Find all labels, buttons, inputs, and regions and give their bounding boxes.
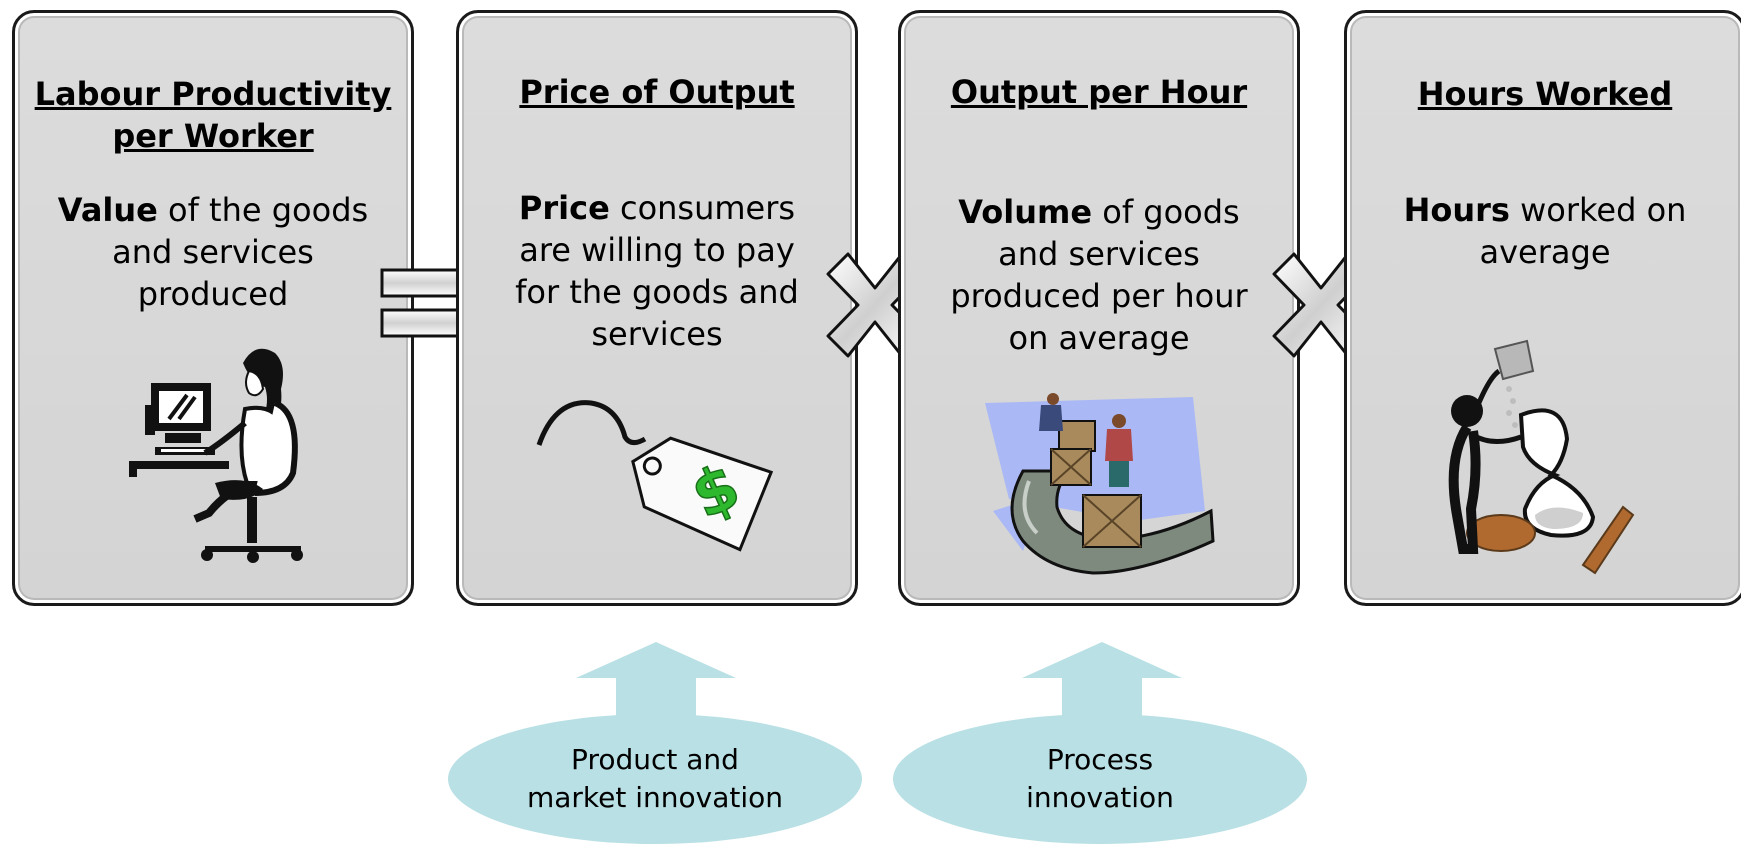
up-arrow-icon (1022, 642, 1182, 716)
card-description: Volume of goods and services produced pe… (901, 191, 1297, 359)
card-description: Value of the goods and services produced (15, 189, 411, 315)
body-bold: Volume (958, 193, 1093, 231)
driver-line-1: Product and (571, 743, 739, 776)
body-text: and services (112, 233, 314, 271)
card-hours-worked: Hours Worked Hours worked on average (1344, 10, 1741, 606)
conveyor-boxes-icon (985, 393, 1215, 575)
body-text: average (1479, 233, 1611, 271)
card-description: Price consumers are willing to pay for t… (459, 187, 855, 355)
body-text: of the goods (157, 191, 369, 229)
body-text: services (591, 315, 723, 353)
body-text: produced (137, 275, 289, 313)
driver-line-2: innovation (1026, 781, 1174, 814)
card-labour-productivity: Labour Productivity per Worker Value of … (12, 10, 414, 606)
body-text: are willing to pay (519, 231, 795, 269)
card-title: Labour Productivity per Worker (15, 73, 411, 157)
hourglass-icon (1448, 339, 1635, 575)
driver-line-1: Process (1046, 743, 1154, 776)
body-bold: Price (518, 189, 610, 227)
body-text: on average (1008, 319, 1190, 357)
card-price-of-output: Price of Output Price consumers are will… (456, 10, 858, 606)
body-text: of goods (1092, 193, 1240, 231)
body-text: produced per hour (950, 277, 1248, 315)
body-bold: Value (57, 191, 158, 229)
card-output-per-hour: Output per Hour Volume of goods and serv… (898, 10, 1300, 606)
body-text: consumers (609, 189, 796, 227)
body-text: for the goods and (515, 273, 799, 311)
body-text: worked on (1509, 191, 1687, 229)
up-arrow-icon (576, 642, 736, 716)
driver-product-market-innovation: Product and market innovation (448, 714, 862, 844)
body-text: and services (998, 235, 1200, 273)
person-at-computer-icon (129, 348, 303, 563)
card-title: Output per Hour (950, 73, 1248, 111)
body-bold: Hours (1403, 191, 1510, 229)
price-tag-icon: $ (536, 400, 774, 552)
title-line-2: per Worker (112, 117, 314, 155)
driver-process-innovation: Process innovation (893, 714, 1307, 844)
driver-line-2: market innovation (526, 781, 784, 814)
card-description: Hours worked on average (1347, 189, 1741, 273)
card-title: Hours Worked (1417, 75, 1673, 113)
card-title: Price of Output (519, 73, 795, 111)
title-line-1: Labour Productivity (34, 75, 392, 113)
